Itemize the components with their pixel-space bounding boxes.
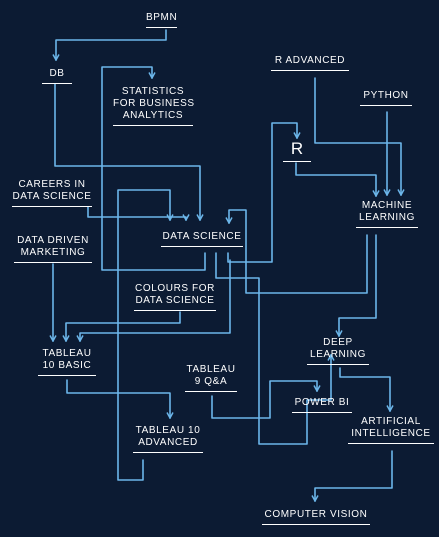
node-tableau-advanced-underline	[133, 452, 203, 453]
node-python[interactable]: PYTHON	[360, 90, 412, 106]
node-computer-vision-label: COMPUTER VISION	[264, 509, 368, 520]
connector-tableau-basic-tableau-advanced	[66, 379, 170, 418]
node-colours-underline	[134, 310, 216, 311]
node-r-advanced-label: R ADVANCED	[274, 55, 346, 66]
node-computer-vision-underline	[262, 524, 370, 525]
node-statistics-line-1: STATISTICS	[121, 86, 185, 97]
node-tableau-qa-line-2: 9 Q&A	[194, 376, 228, 387]
node-power-bi[interactable]: POWER BI	[292, 397, 352, 413]
connector-machine-learning-data-science	[229, 209, 368, 294]
node-data-science[interactable]: DATA SCIENCE	[161, 231, 243, 247]
node-careers-underline	[12, 206, 92, 207]
node-deep-learning-line-2: LEARNING	[310, 349, 366, 360]
node-careers-line-1: CAREERS IN	[18, 179, 86, 190]
node-data-driven[interactable]: DATA DRIVEN MARKETING	[14, 235, 92, 263]
node-tableau-qa[interactable]: TABLEAU 9 Q&A	[185, 364, 237, 392]
node-tableau-basic[interactable]: TABLEAU 10 BASIC	[38, 348, 96, 376]
node-machine-learning-line-1: MACHINE	[361, 200, 413, 211]
connector-deep-learning-ai	[339, 367, 390, 411]
node-machine-learning-line-2: LEARNING	[359, 212, 415, 223]
connector-data-science-tableau-basic	[80, 259, 231, 341]
node-tableau-advanced[interactable]: TABLEAU 10 ADVANCED	[133, 425, 203, 453]
node-r-underline	[283, 161, 311, 162]
connector-ai-computer-vision	[315, 450, 393, 501]
node-power-bi-underline	[292, 412, 352, 413]
node-careers[interactable]: CAREERS IN DATA SCIENCE	[12, 179, 92, 207]
connector-machine-learning-deep-learning	[339, 234, 377, 336]
connector-bpmn-db	[56, 29, 167, 60]
connector-tableau-advanced-data-science	[117, 189, 170, 481]
node-data-science-underline	[161, 246, 243, 247]
node-careers-line-2: DATA SCIENCE	[12, 191, 92, 202]
node-statistics-underline	[113, 125, 193, 126]
node-data-science-label: DATA SCIENCE	[162, 231, 242, 242]
node-tableau-basic-line-1: TABLEAU	[42, 348, 92, 359]
node-r-advanced-underline	[271, 70, 349, 71]
node-tableau-advanced-line-1: TABLEAU 10	[135, 425, 201, 436]
node-python-label: PYTHON	[363, 90, 409, 101]
node-db-underline	[42, 83, 72, 84]
node-data-driven-line-1: DATA DRIVEN	[17, 235, 89, 246]
node-deep-learning[interactable]: DEEP LEARNING	[307, 337, 369, 365]
node-ai-underline	[348, 443, 434, 444]
connector-r-machine-learning	[295, 162, 376, 196]
node-colours-line-1: COLOURS FOR	[135, 283, 215, 294]
node-bpmn-label: BPMN	[146, 12, 178, 23]
node-tableau-advanced-line-2: ADVANCED	[138, 437, 198, 448]
connector-loop-statistics	[101, 66, 206, 271]
node-statistics[interactable]: STATISTICS FOR BUSINESS ANALYTICS	[113, 86, 195, 126]
node-machine-learning-underline	[356, 227, 418, 228]
node-tableau-qa-underline	[185, 391, 237, 392]
node-python-underline	[360, 105, 412, 106]
node-machine-learning[interactable]: MACHINE LEARNING	[356, 200, 418, 228]
node-bpmn[interactable]: BPMN	[146, 12, 178, 28]
node-colours[interactable]: COLOURS FOR DATA SCIENCE	[134, 283, 216, 311]
connector-data-science-deep-learning	[215, 252, 331, 445]
node-r-label: R	[290, 139, 304, 158]
connector-db-data-science	[54, 83, 200, 220]
node-tableau-basic-underline	[38, 375, 96, 376]
connector-tableau-qa-power-bi	[211, 380, 317, 419]
node-computer-vision[interactable]: COMPUTER VISION	[262, 509, 370, 525]
connector-r-advanced-machine-learning	[314, 77, 401, 195]
node-db-label: DB	[49, 68, 65, 79]
connector-colours-tableau-basic	[66, 311, 181, 341]
node-power-bi-label: POWER BI	[294, 397, 350, 408]
node-r[interactable]: R	[283, 140, 311, 162]
node-data-driven-line-2: MARKETING	[20, 247, 86, 258]
connector-data-science-r	[227, 122, 297, 263]
node-r-advanced[interactable]: R ADVANCED	[271, 55, 349, 71]
node-ai[interactable]: ARTIFICIAL INTELLIGENCE	[348, 416, 434, 444]
connector-careers-data-science	[87, 206, 186, 220]
node-deep-learning-underline	[307, 364, 369, 365]
node-colours-line-2: DATA SCIENCE	[135, 295, 215, 306]
node-statistics-line-3: ANALYTICS	[122, 110, 184, 121]
node-data-driven-underline	[14, 262, 92, 263]
node-tableau-qa-line-1: TABLEAU	[186, 364, 236, 375]
node-ai-line-1: ARTIFICIAL	[361, 416, 421, 427]
node-ai-line-2: INTELLIGENCE	[351, 428, 431, 439]
node-bpmn-underline	[146, 27, 178, 28]
node-statistics-line-2: FOR BUSINESS	[113, 98, 195, 109]
node-db[interactable]: DB	[42, 68, 72, 84]
node-tableau-basic-line-2: 10 BASIC	[42, 360, 92, 371]
node-deep-learning-line-1: DEEP	[323, 337, 353, 348]
